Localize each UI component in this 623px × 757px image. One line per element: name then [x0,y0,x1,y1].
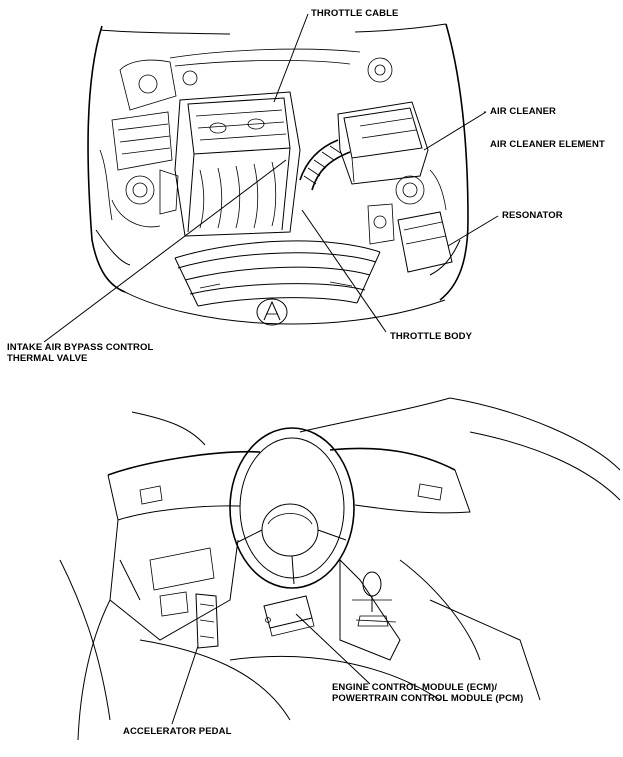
label-ecm-line1: ENGINE CONTROL MODULE (ECM)/ [332,682,498,693]
engine-leader-lines [43,13,499,343]
label-air-cleaner: AIR CLEANER [490,106,557,117]
accelerator-pedal [195,593,219,649]
leader-throttle-body [301,209,387,333]
label-resonator: RESONATOR [502,210,563,221]
leader-ecm [295,613,371,685]
leader-resonator [447,215,499,247]
ecm-module [263,595,315,637]
label-air-cleaner-element: AIR CLEANER ELEMENT [490,139,605,150]
steering-wheel [229,427,355,589]
shift-lever [357,571,389,627]
label-ecm-line2: POWERTRAIN CONTROL MODULE (PCM) [332,693,524,704]
leader-accelerator [171,645,199,725]
label-accelerator-pedal: ACCELERATOR PEDAL [123,726,232,737]
engine-bay-illustration [87,23,469,326]
label-intake-air-bypass-line1: INTAKE AIR BYPASS CONTROL [7,342,154,353]
label-throttle-body: THROTTLE BODY [390,331,473,342]
cabin-leader-lines [171,613,371,725]
leader-throttle-cable [273,13,309,103]
acura-logo-icon [256,298,288,326]
cabin-illustration [59,397,621,741]
label-intake-air-bypass-line2: THERMAL VALVE [7,353,88,364]
leader-air-cleaner [423,111,487,151]
label-throttle-cable: THROTTLE CABLE [311,8,399,19]
leader-intake-air-bypass [43,159,287,343]
